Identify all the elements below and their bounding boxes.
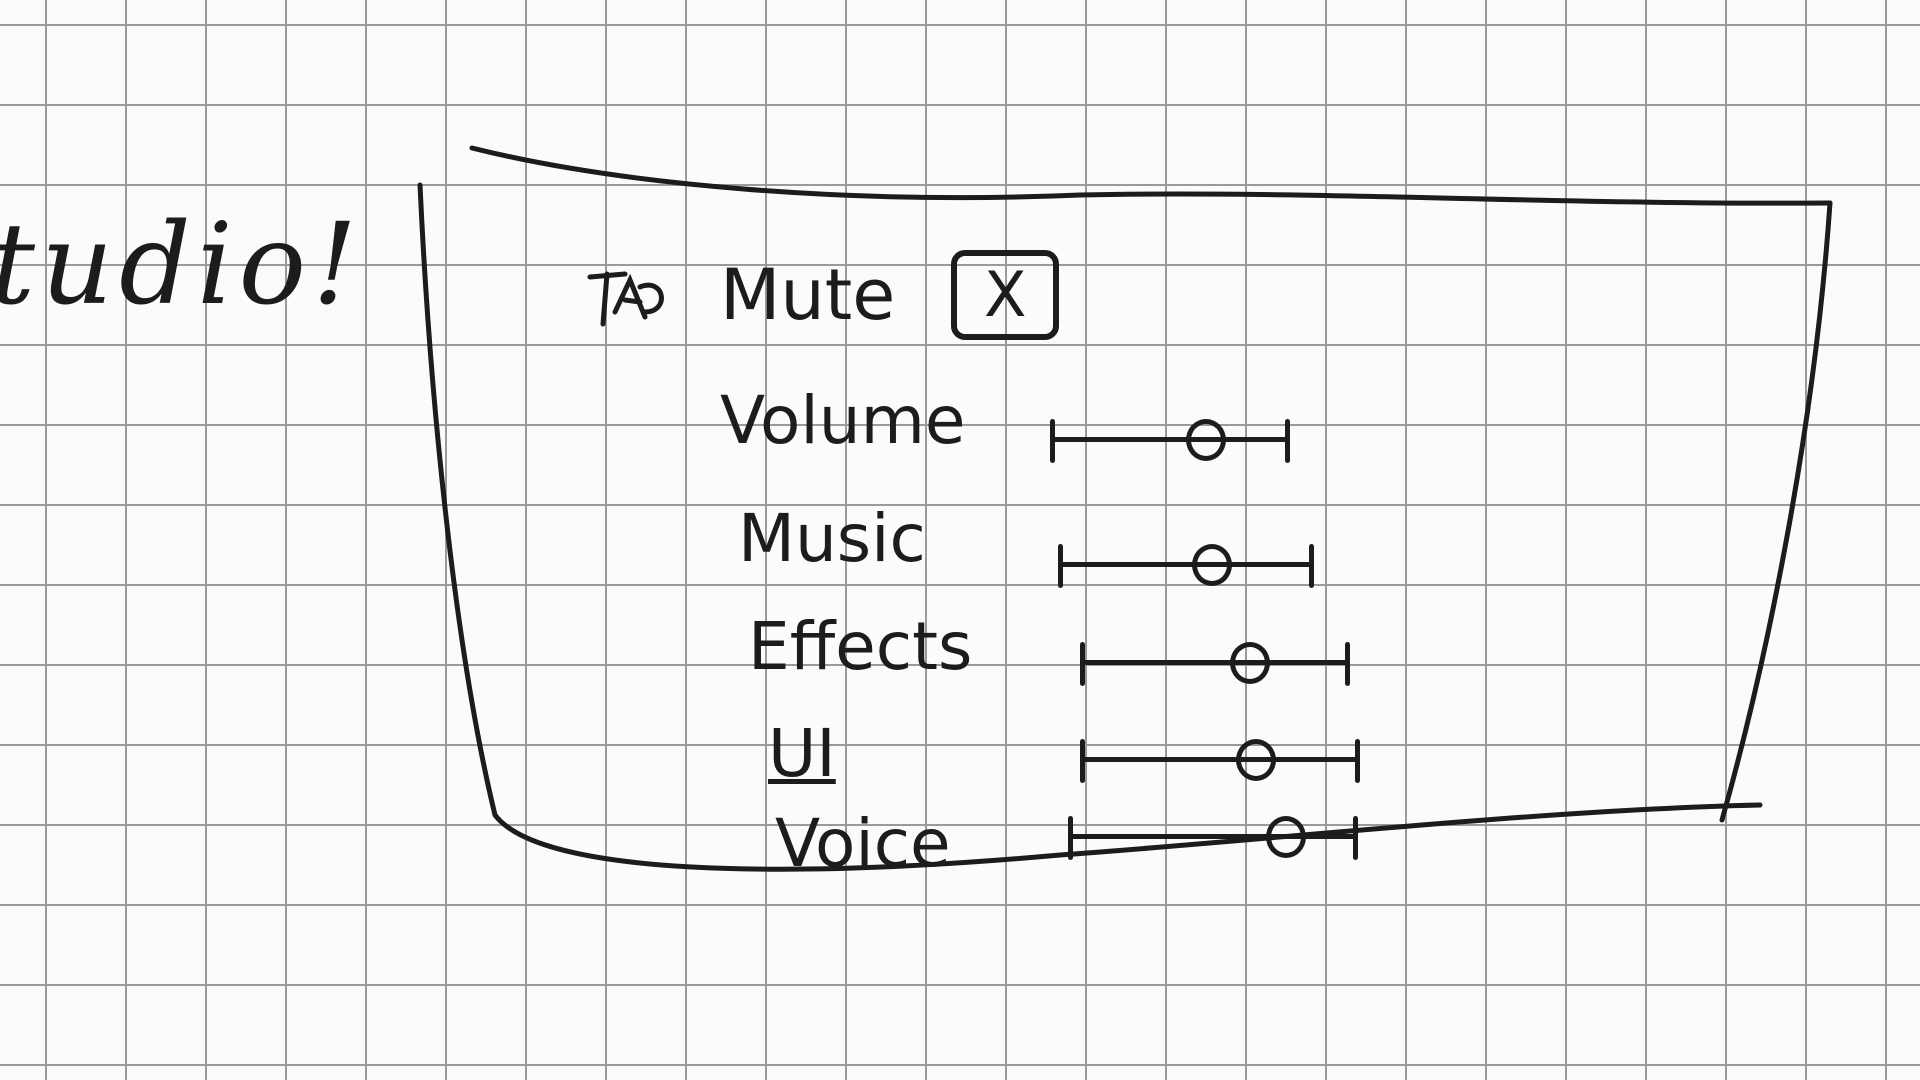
volume-slider-thumb[interactable] — [1186, 419, 1226, 461]
music-label: Music — [738, 500, 926, 577]
slider-start-cap — [1058, 544, 1063, 588]
ui-label: UI — [768, 715, 836, 792]
effects-label: Effects — [748, 608, 973, 685]
crossed-out-scribble — [587, 271, 664, 327]
music-slider[interactable] — [1058, 530, 1314, 600]
page-heading: tudio! — [0, 200, 364, 330]
slider-track — [1080, 660, 1350, 665]
volume-label: Volume — [720, 382, 966, 459]
ui-slider-thumb[interactable] — [1236, 739, 1277, 781]
slider-end-cap — [1345, 642, 1350, 686]
slider-track — [1058, 562, 1314, 567]
mute-checkbox[interactable]: X — [951, 250, 1060, 340]
slider-start-cap — [1080, 642, 1085, 686]
voice-slider[interactable] — [1068, 802, 1358, 872]
slider-end-cap — [1285, 419, 1290, 463]
slider-end-cap — [1355, 739, 1360, 783]
effects-slider[interactable] — [1080, 628, 1350, 698]
voice-label: Voice — [775, 805, 951, 882]
music-slider-thumb[interactable] — [1191, 544, 1232, 586]
checkbox-x-mark: X — [984, 258, 1027, 331]
volume-slider[interactable] — [1050, 405, 1290, 475]
slider-start-cap — [1050, 419, 1055, 463]
slider-track — [1080, 757, 1360, 762]
mute-row: Mute X — [600, 250, 1060, 340]
ui-slider[interactable] — [1080, 725, 1360, 795]
voice-slider-thumb[interactable] — [1265, 816, 1306, 858]
slider-start-cap — [1080, 739, 1085, 783]
slider-track — [1068, 834, 1358, 839]
effects-slider-thumb[interactable] — [1230, 642, 1271, 684]
slider-track — [1050, 437, 1290, 442]
slider-end-cap — [1353, 816, 1358, 860]
mute-label: Mute — [720, 254, 896, 336]
slider-end-cap — [1309, 544, 1314, 588]
slider-start-cap — [1068, 816, 1073, 860]
